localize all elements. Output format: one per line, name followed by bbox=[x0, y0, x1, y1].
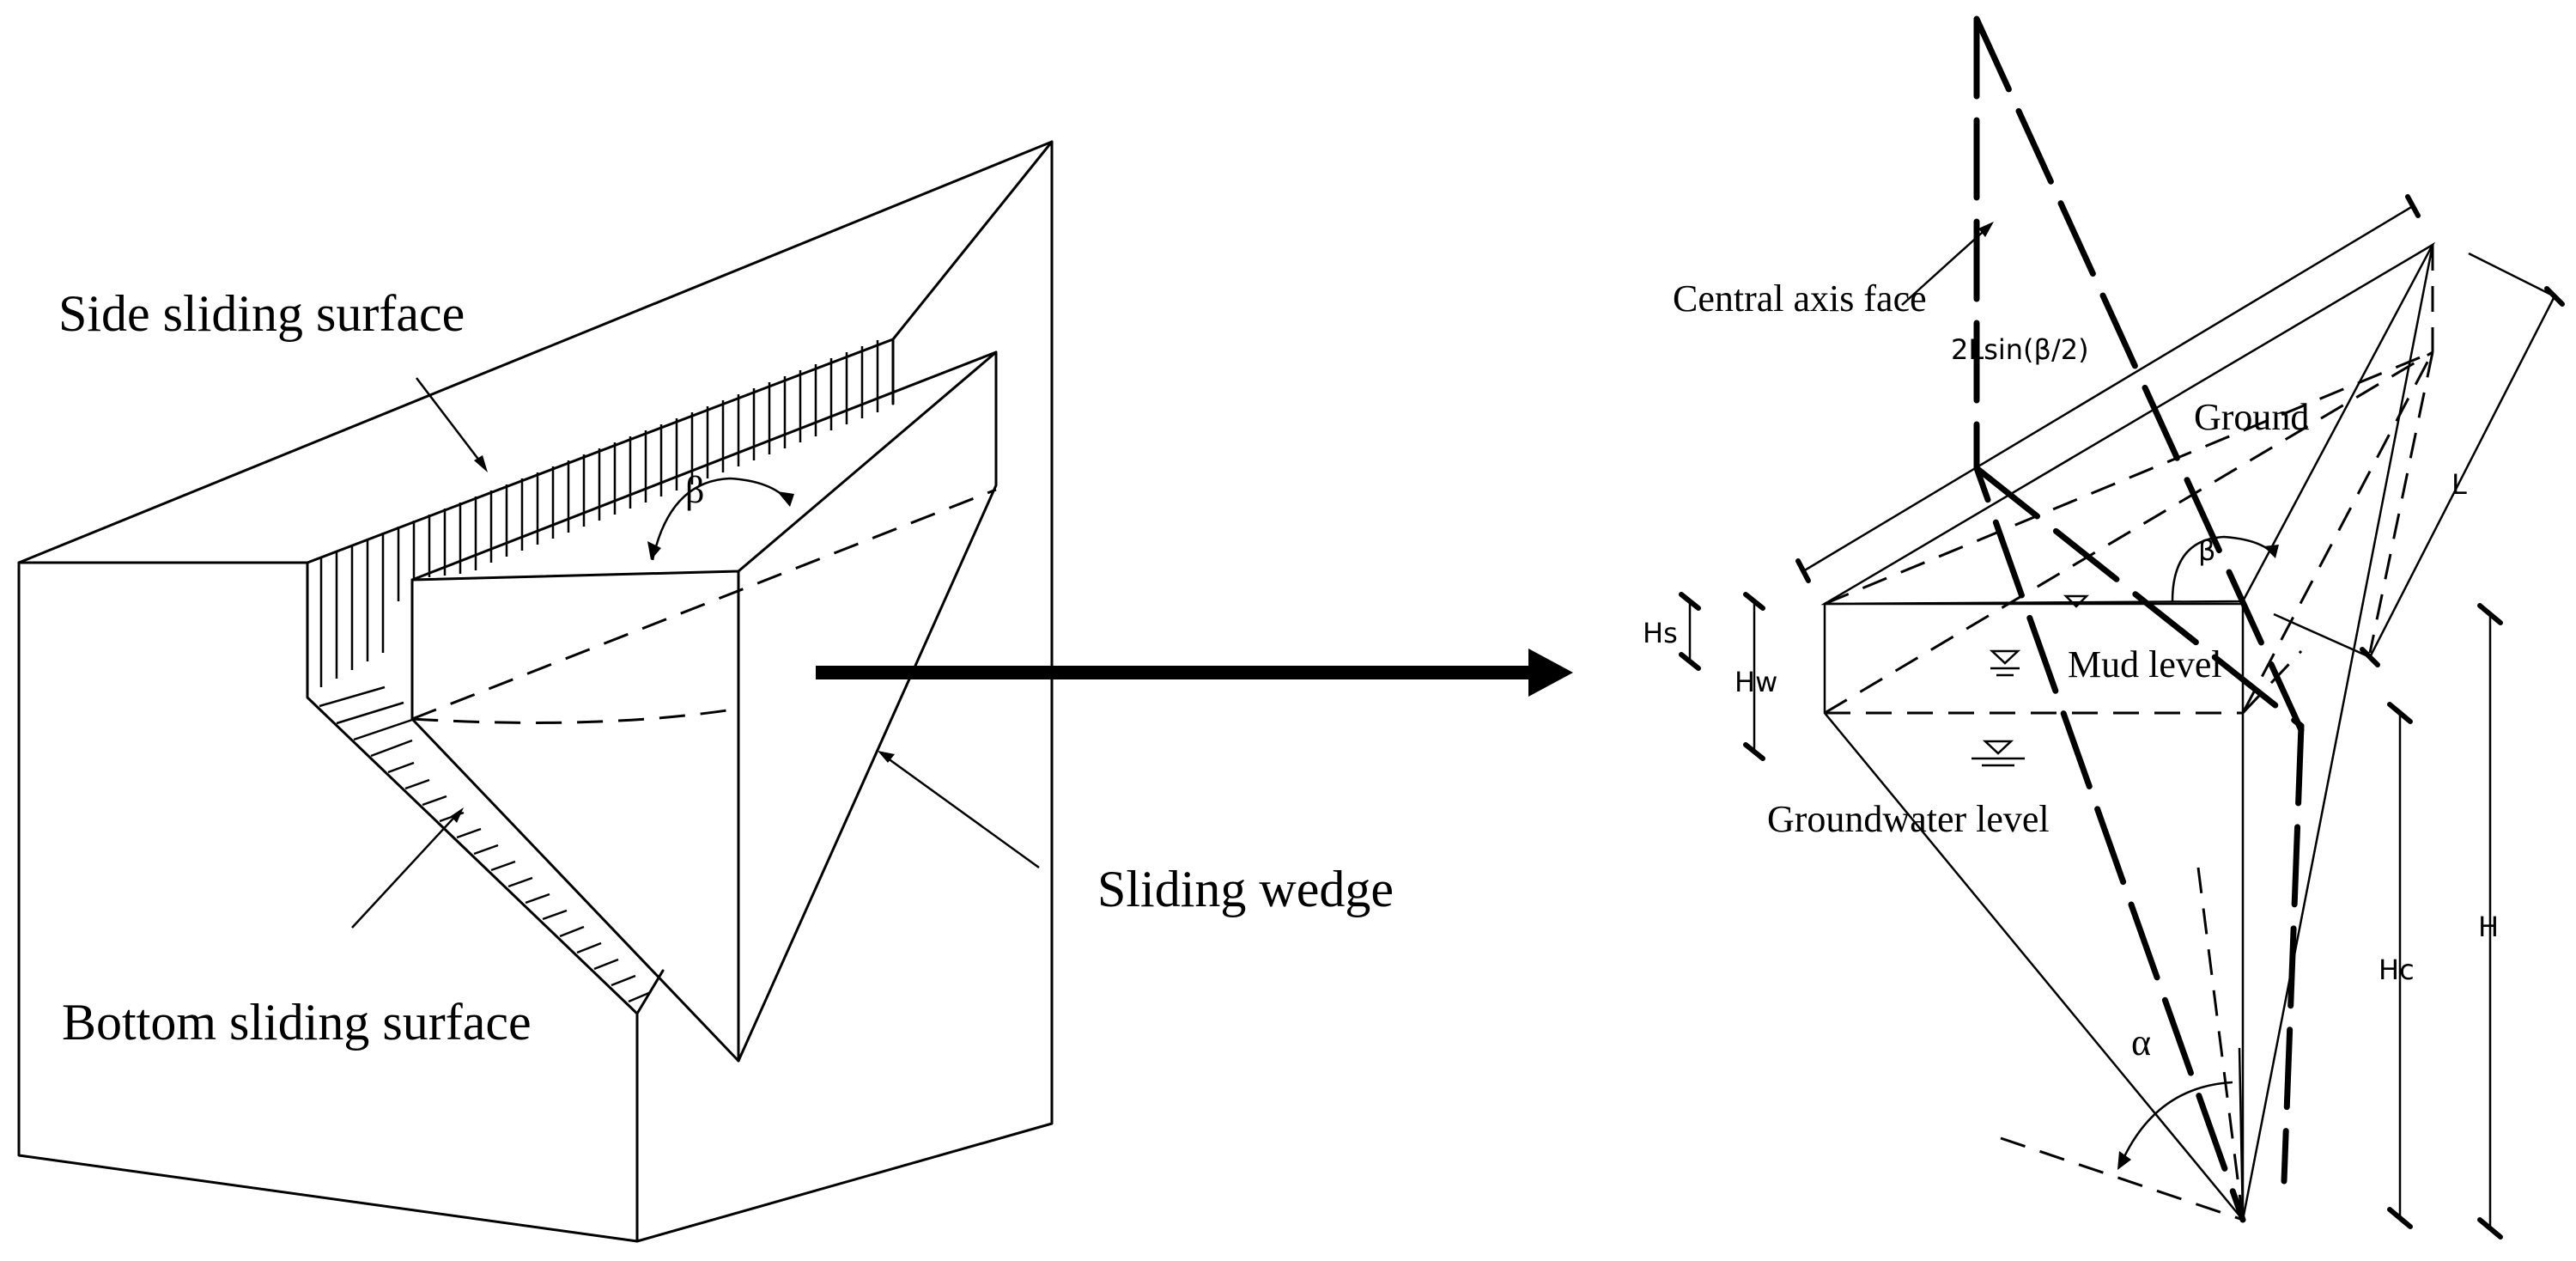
l-dim-tick-a bbox=[2544, 286, 2565, 307]
side-surface-leader bbox=[416, 377, 486, 469]
ground-level-mark bbox=[2063, 594, 2090, 608]
right-beta-arrowhead bbox=[2263, 545, 2279, 558]
block-outline bbox=[17, 140, 1054, 1243]
beta-arc bbox=[651, 477, 791, 561]
hidden-lines bbox=[1824, 245, 2434, 715]
alpha-arc bbox=[2119, 1081, 2233, 1165]
l-leader bbox=[2273, 612, 2371, 659]
bottom-surface-leader-arrow bbox=[451, 807, 464, 823]
left-block-figure: β Side sliding surface Bottom sliding su… bbox=[17, 140, 1394, 1243]
side-surface-label: Side sliding surface bbox=[58, 285, 465, 342]
l-label: L bbox=[2451, 468, 2467, 501]
hs-dim-tick-top bbox=[1679, 592, 1701, 611]
transition-arrow bbox=[816, 649, 1573, 697]
side-surface-leader-arrow bbox=[474, 455, 488, 472]
right-beta-label: β bbox=[2198, 534, 2215, 567]
hc-dim-tick-top bbox=[2387, 702, 2413, 724]
wedge-leader bbox=[884, 754, 1040, 869]
bottom-surface-leader bbox=[351, 811, 460, 929]
side-surface-hatch bbox=[319, 340, 879, 687]
groundwater-level-symbol bbox=[1971, 740, 2025, 767]
wedge-right-edge bbox=[2241, 244, 2434, 1221]
hs-dim-tick-bottom bbox=[1679, 652, 1701, 671]
wedge-hidden-edges bbox=[411, 488, 997, 724]
hc-dim-tick-bottom bbox=[2387, 1207, 2413, 1229]
hw-label: Hw bbox=[1735, 666, 1777, 698]
h-dim-tick-bottom bbox=[2477, 1217, 2503, 1240]
h-dim-tick-top bbox=[2477, 603, 2503, 625]
l-dim-line-2 bbox=[2368, 295, 2556, 658]
hs-label: Hs bbox=[1643, 617, 1678, 649]
wedge-front-rect bbox=[1825, 602, 2245, 1220]
beta-arrowhead bbox=[777, 491, 794, 507]
mud-level-label: Mud level bbox=[2068, 643, 2222, 685]
wedge-face-top bbox=[1820, 241, 2436, 606]
wedge-outline bbox=[410, 350, 998, 1063]
bottom-surface-label: Bottom sliding surface bbox=[62, 994, 532, 1051]
beta-arrowhead-2 bbox=[647, 541, 661, 560]
top-dim-tick-b bbox=[2405, 194, 2421, 218]
bottom-surface-hatch bbox=[319, 685, 652, 1003]
central-axis-label: Central axis face bbox=[1673, 277, 1927, 320]
h-label: H bbox=[2478, 911, 2499, 943]
alpha-label: α bbox=[2131, 1021, 2151, 1063]
groundwater-label: Groundwater level bbox=[1767, 798, 2050, 840]
top-dim-tick-a bbox=[1795, 558, 1811, 583]
left-beta-label: β bbox=[685, 469, 704, 511]
formula-label: 2Lsin(β/2) bbox=[1951, 333, 2089, 366]
wedge-front-left bbox=[1823, 604, 2244, 1221]
central-axis-leader bbox=[1901, 224, 1991, 306]
l-dim-line bbox=[2468, 252, 2555, 298]
top-dim-line bbox=[1802, 204, 2414, 573]
mud-level-symbol bbox=[1989, 649, 2021, 677]
right-beta-arc bbox=[2171, 535, 2275, 602]
wedge-top-back bbox=[410, 350, 998, 721]
alpha-arrowhead bbox=[2117, 1151, 2131, 1170]
wedge-bottom-edge bbox=[410, 717, 740, 1063]
recess-outline bbox=[17, 561, 665, 1015]
wedge-leader-arrow bbox=[878, 751, 895, 763]
central-axis-leader-arrow bbox=[1978, 222, 1994, 237]
hw-dim-tick-top bbox=[1743, 592, 1765, 611]
ground-label: Ground bbox=[2194, 396, 2309, 438]
wedge-label: Sliding wedge bbox=[1097, 861, 1394, 917]
wedge-bottom-outline bbox=[2238, 1047, 2245, 1221]
alpha-bottom-dash bbox=[2000, 867, 2245, 1221]
right-geometry-figure: Central axis face 2Lsin(β/2) Ground Mud … bbox=[1643, 15, 2565, 1240]
arrow-head bbox=[1528, 649, 1573, 697]
hc-label: Hc bbox=[2379, 953, 2415, 986]
hw-dim-tick-bottom bbox=[1743, 742, 1765, 761]
